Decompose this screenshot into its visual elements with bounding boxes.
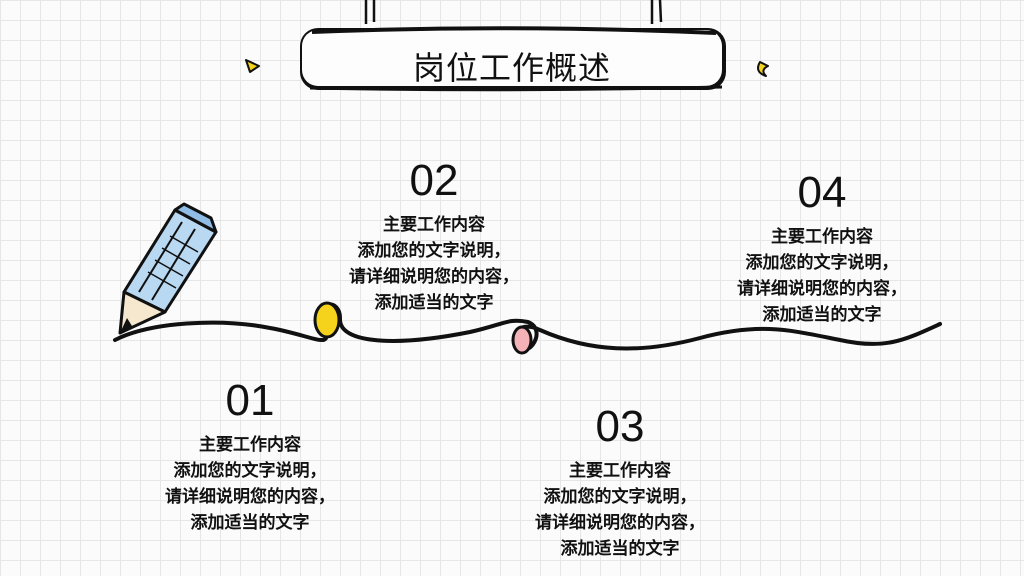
- hanger-left: [364, 0, 376, 24]
- yellow-loop: [313, 301, 341, 339]
- step-03: 03 主要工作内容 添加您的文字说明， 请详细说明您的内容， 添加适当的文字: [508, 402, 732, 562]
- step-heading: 主要工作内容: [199, 435, 301, 455]
- step-01: 01 主要工作内容 添加您的文字说明， 请详细说明您的内容， 添加适当的文字: [138, 376, 362, 536]
- triangle-doodle-icon: [245, 59, 260, 73]
- page-title: 岗位工作概述: [412, 49, 611, 87]
- step-04: 04 主要工作内容 添加您的文字说明， 请详细说明您的内容， 添加适当的文字: [710, 168, 934, 328]
- step-heading: 主要工作内容: [569, 461, 671, 481]
- timeline-wave: [113, 302, 942, 352]
- step-description: 添加您的文字说明， 请详细说明您的内容， 添加适当的文字: [737, 253, 907, 325]
- step-number: 04: [797, 168, 847, 217]
- step-number: 03: [595, 402, 645, 451]
- step-heading: 主要工作内容: [383, 215, 485, 235]
- pink-loop: [511, 325, 533, 355]
- step-description: 添加您的文字说明， 请详细说明您的内容， 添加适当的文字: [349, 241, 519, 313]
- step-number: 01: [225, 376, 275, 425]
- step-heading: 主要工作内容: [771, 227, 873, 247]
- step-number: 02: [409, 156, 459, 205]
- crescent-doodle-icon: [757, 61, 769, 77]
- step-02: 02 主要工作内容 添加您的文字说明， 请详细说明您的内容， 添加适当的文字: [322, 156, 546, 316]
- pencil-icon: [118, 202, 218, 335]
- step-description: 添加您的文字说明， 请详细说明您的内容， 添加适当的文字: [535, 487, 705, 559]
- step-description: 添加您的文字说明， 请详细说明您的内容， 添加适当的文字: [165, 461, 335, 533]
- title-banner: [300, 26, 726, 92]
- hanger-right: [650, 0, 663, 24]
